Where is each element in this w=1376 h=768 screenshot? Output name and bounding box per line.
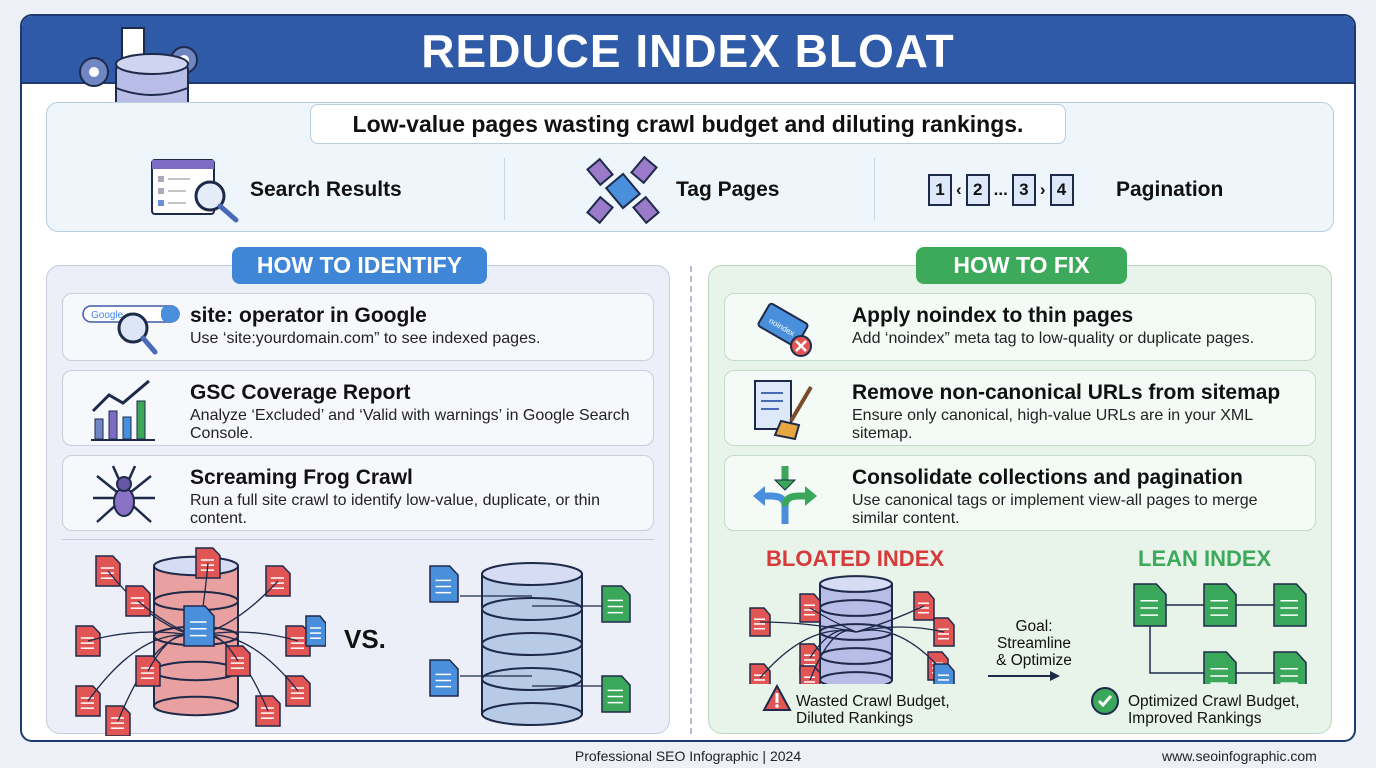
fix-badge: HOW TO FIX xyxy=(916,247,1127,284)
document-icon xyxy=(933,663,955,684)
item-description: Use ‘site:yourdomain.com” to see indexed… xyxy=(190,330,541,347)
arrow xyxy=(855,629,939,667)
clean-database-illustration xyxy=(429,562,631,726)
item-title: site: operator in Google xyxy=(190,304,427,327)
bloated-index-illustration xyxy=(749,575,955,684)
document-icon xyxy=(1203,651,1237,684)
item-title: Apply noindex to thin pages xyxy=(852,304,1134,327)
vs-label: VS. xyxy=(344,624,386,654)
document-icon xyxy=(601,675,631,713)
arrow xyxy=(809,629,857,681)
page-title: REDUCE INDEX BLOAT xyxy=(421,25,955,77)
document-icon xyxy=(1273,651,1307,684)
infographic-card: REDUCE INDEX BLOAT Low-value pages wasti… xyxy=(20,14,1356,742)
lean-caption: Optimized Crawl Budget,Improved Rankings xyxy=(1128,693,1300,727)
divider xyxy=(504,158,505,220)
item-title: Screaming Frog Crawl xyxy=(190,466,413,489)
item-description: Add ‘noindex” meta tag to low-quality or… xyxy=(852,330,1255,347)
check-circle-icon xyxy=(1091,687,1119,715)
sitemap-broom-icon xyxy=(754,380,813,441)
document-icon xyxy=(749,663,771,684)
search-results-icon xyxy=(151,159,239,223)
identify-item: Google site: operator in Google Use ‘sit… xyxy=(62,293,654,361)
document-icon xyxy=(183,605,215,647)
lean-index-illustration xyxy=(1133,583,1307,684)
database-icon xyxy=(481,562,583,726)
document-icon xyxy=(1133,583,1167,627)
bloated-caption: Wasted Crawl Budget,Diluted Rankings xyxy=(796,693,950,727)
arrow-right-icon xyxy=(988,671,1060,681)
fix-item: noindex Apply noindex to thin pages Add … xyxy=(724,293,1316,361)
bar-chart-trend-icon xyxy=(91,379,155,441)
document-icon xyxy=(1273,583,1307,627)
header: REDUCE INDEX BLOAT xyxy=(22,16,1354,84)
goal-label: Goal:Streamline& Optimize xyxy=(996,618,1072,669)
database-icon xyxy=(819,575,893,684)
item-description: Ensure only canonical, high-value URLs a… xyxy=(852,407,1253,442)
item-title: Remove non-canonical URLs from sitemap xyxy=(852,381,1281,404)
identify-item: Screaming Frog Crawl Run a full site cra… xyxy=(62,455,654,531)
svg-text:Google: Google xyxy=(91,310,124,321)
fix-item: Consolidate collections and pagination U… xyxy=(724,455,1316,531)
arrow xyxy=(1149,626,1204,674)
page-type-pagination: Pagination xyxy=(1116,178,1224,201)
pagination-icon: 1‹ 2 ... 3› 4 xyxy=(928,174,1074,206)
lean-index-title: LEAN INDEX xyxy=(1138,546,1272,571)
document-icon xyxy=(1203,583,1237,627)
tags-icon xyxy=(586,156,660,224)
item-title: Consolidate collections and pagination xyxy=(852,466,1243,489)
identify-badge: HOW TO IDENTIFY xyxy=(232,247,487,284)
footer-url[interactable]: www.seoinfographic.com xyxy=(1162,748,1317,764)
footer-credit: Professional SEO Infographic | 2024 xyxy=(574,748,802,764)
divider xyxy=(874,158,875,220)
document-icon xyxy=(429,565,459,603)
document-icon xyxy=(429,659,459,697)
identify-item: GSC Coverage Report Analyze ‘Excluded’ a… xyxy=(62,370,654,446)
fix-item: Remove non-canonical URLs from sitemap E… xyxy=(724,370,1316,446)
noindex-tag-icon: noindex xyxy=(757,302,812,357)
divider xyxy=(62,539,654,540)
google-search-icon: Google xyxy=(82,305,180,355)
divider xyxy=(690,266,692,734)
warning-icon xyxy=(762,684,792,711)
item-description: Use canonical tags or implement view-all… xyxy=(852,492,1258,527)
page-type-tag-pages: Tag Pages xyxy=(676,178,780,201)
bloated-database-illustration xyxy=(75,547,326,736)
spider-icon xyxy=(93,465,155,523)
item-title: GSC Coverage Report xyxy=(190,381,411,404)
item-description: Run a full site crawl to identify low-va… xyxy=(190,492,600,527)
bloated-index-title: BLOATED INDEX xyxy=(766,546,945,571)
merge-arrows-icon xyxy=(753,466,817,524)
subtitle: Low-value pages wasting crawl budget and… xyxy=(310,104,1066,144)
document-icon xyxy=(601,585,631,623)
document-icon xyxy=(305,615,326,647)
document-icon xyxy=(799,665,821,684)
item-description: Analyze ‘Excluded’ and ‘Valid with warni… xyxy=(190,407,630,442)
page-type-search-results: Search Results xyxy=(250,178,402,201)
